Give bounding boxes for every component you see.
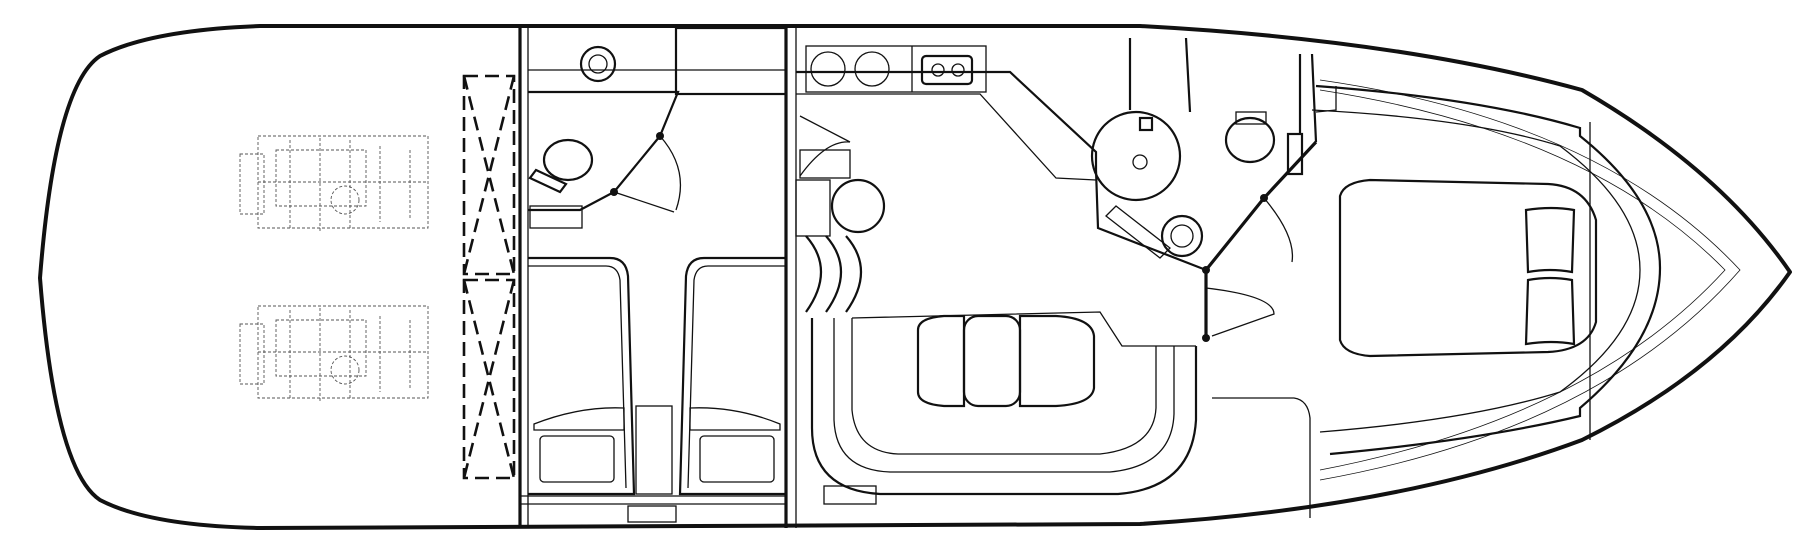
aft-cabin [520, 26, 788, 528]
aft-head-toilet-tank [528, 168, 568, 194]
galley [796, 45, 1098, 181]
vberth-pillow-1 [1524, 206, 1576, 274]
starboard-engine-detail [258, 308, 428, 402]
forward-cabin-door-swing [1205, 287, 1275, 337]
aft-berth-port-pillow-top [533, 407, 625, 431]
galley-counter [796, 70, 1098, 170]
galley-burner-2 [854, 51, 890, 87]
galley-sink-drain-1 [931, 63, 945, 77]
forward-head-shower-drain [1132, 154, 1148, 170]
starboard-engine-head [275, 319, 367, 377]
dinette [810, 311, 1198, 505]
forward-head-sink-outer [1160, 214, 1204, 258]
galley-sink [920, 54, 974, 86]
salon-stool [830, 178, 886, 234]
forward-head-toilet [1224, 116, 1276, 164]
aft-round-fixture-inner [588, 54, 608, 74]
aft-berth-starboard-pillow [699, 435, 775, 483]
bow-liner-outer [1319, 79, 1741, 481]
dinette-step [823, 485, 877, 505]
aft-berth-port-pillow [539, 435, 615, 483]
aft-berth-port-inner [528, 265, 627, 489]
aft-berth-starboard [678, 256, 786, 496]
starboard-engine-gear [239, 323, 265, 385]
aft-head-walls [528, 90, 680, 212]
galley-sink-drain-2 [951, 63, 965, 77]
tank-lower-cross [462, 279, 516, 479]
aft-step [635, 405, 673, 495]
port-engine-detail [258, 138, 428, 232]
forward-head-shower [1090, 110, 1182, 202]
port-engine-head [275, 149, 367, 207]
salon-stairs [805, 235, 863, 313]
aft-head-hinge-1 [656, 132, 664, 140]
vberth-outline [1315, 84, 1662, 456]
vberth-pillow-2 [1524, 276, 1576, 346]
forward-head-walls [1128, 37, 1318, 143]
aft-hatch [627, 505, 677, 523]
dinette-seat-inner [833, 318, 1175, 473]
galley-counter-inner [796, 93, 1097, 181]
salon [795, 26, 1208, 528]
galley-burner-1 [810, 51, 846, 87]
tank-upper-cross [462, 75, 516, 275]
aft-head [528, 90, 682, 229]
dinette-seat-outer [810, 318, 1198, 496]
forward-head-hinge-3 [1202, 334, 1210, 342]
forward-head [1090, 37, 1318, 342]
aft-head-toilet [542, 138, 594, 182]
port-engine-gear [239, 153, 265, 215]
vberth-frame [1311, 109, 1641, 433]
tank-upper-box [462, 74, 516, 276]
forward-head-hinge-2 [1202, 266, 1210, 274]
aft-passage-upper [674, 26, 788, 96]
aft-berth-port [528, 256, 636, 496]
forward-head-door-swing [1263, 197, 1294, 263]
dinette-cushion-1 [916, 314, 966, 408]
starboard-engine-pulley [330, 355, 360, 385]
vberth-locker [1315, 86, 1337, 113]
forward-head-grab [1286, 132, 1304, 176]
port-engine [239, 135, 429, 232]
salon-door-swing [799, 115, 851, 177]
forward-head-toilet-tank [1235, 111, 1267, 125]
dinette-cushion-3 [1018, 314, 1096, 408]
vberth-mattress [1338, 178, 1598, 358]
forward-head-partition [1094, 169, 1207, 272]
tank-upper [462, 74, 516, 276]
aft-head-sink [529, 205, 583, 229]
dinette-table-support [851, 311, 1196, 347]
forward-vberth [1212, 84, 1662, 518]
starboard-engine [239, 305, 429, 402]
aft-head-hinge-2 [610, 188, 618, 196]
aft-berth-starboard-pillow-top [689, 407, 781, 431]
aft-round-fixture-outer [579, 45, 617, 83]
engine-room [239, 26, 522, 528]
aft-berth-starboard-inner [687, 265, 786, 489]
forward-head-hinge-1 [1260, 194, 1268, 202]
salon-stair-frame [795, 179, 831, 237]
forward-head-shower-valve [1138, 116, 1154, 132]
tank-lower [462, 278, 516, 480]
forward-head-sink-inner [1170, 224, 1194, 248]
tank-lower-box [462, 278, 516, 480]
galley-cooktop [805, 45, 987, 93]
vberth-step [1212, 397, 1311, 518]
aft-head-door [613, 135, 682, 213]
dinette-seat-edge [851, 318, 1157, 455]
port-engine-pulley [330, 185, 360, 215]
hull-outline [38, 24, 1792, 530]
forward-head-vanity [1105, 205, 1171, 259]
